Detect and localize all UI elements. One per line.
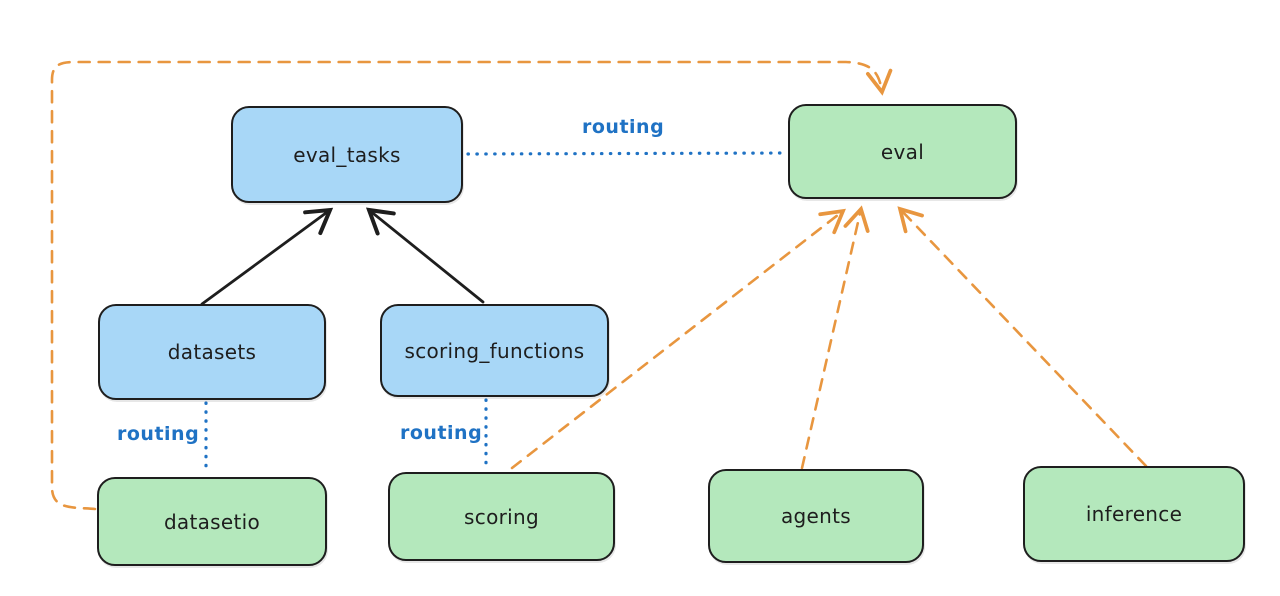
edge-scoring-to-eval (510, 208, 846, 470)
node-inference-label: inference (1085, 502, 1183, 526)
node-scoring: scoring (388, 472, 615, 561)
node-eval-tasks-label: eval_tasks (293, 142, 401, 167)
node-inference: inference (1023, 466, 1245, 562)
edge-label-routing-datasetio: routing (117, 423, 200, 445)
edge-datasets-to-eval-tasks (200, 207, 334, 306)
edge-eval-tasks-to-eval-routing (466, 151, 788, 156)
edge-label-routing-scoring: routing (400, 422, 483, 444)
node-eval-label: eval (880, 139, 925, 164)
edge-label-routing-eval: routing (582, 116, 665, 138)
node-agents-label: agents (781, 504, 851, 528)
node-scoring-functions-label: scoring_functions (404, 338, 585, 363)
node-scoring-label: scoring (464, 504, 539, 529)
edge-inference-to-eval (897, 206, 1148, 468)
edge-datasetio-to-eval (50, 60, 893, 511)
edge-agents-to-eval (800, 205, 870, 470)
edge-scoring-functions-to-eval-tasks (365, 207, 485, 304)
node-scoring-functions: scoring_functions (380, 304, 609, 397)
node-agents: agents (708, 469, 924, 563)
node-datasetio: datasetio (97, 477, 327, 566)
node-datasets-label: datasets (167, 340, 257, 364)
node-eval-tasks: eval_tasks (231, 106, 463, 203)
node-datasets: datasets (98, 304, 326, 400)
node-eval: eval (788, 104, 1017, 199)
node-datasetio-label: datasetio (163, 509, 261, 534)
